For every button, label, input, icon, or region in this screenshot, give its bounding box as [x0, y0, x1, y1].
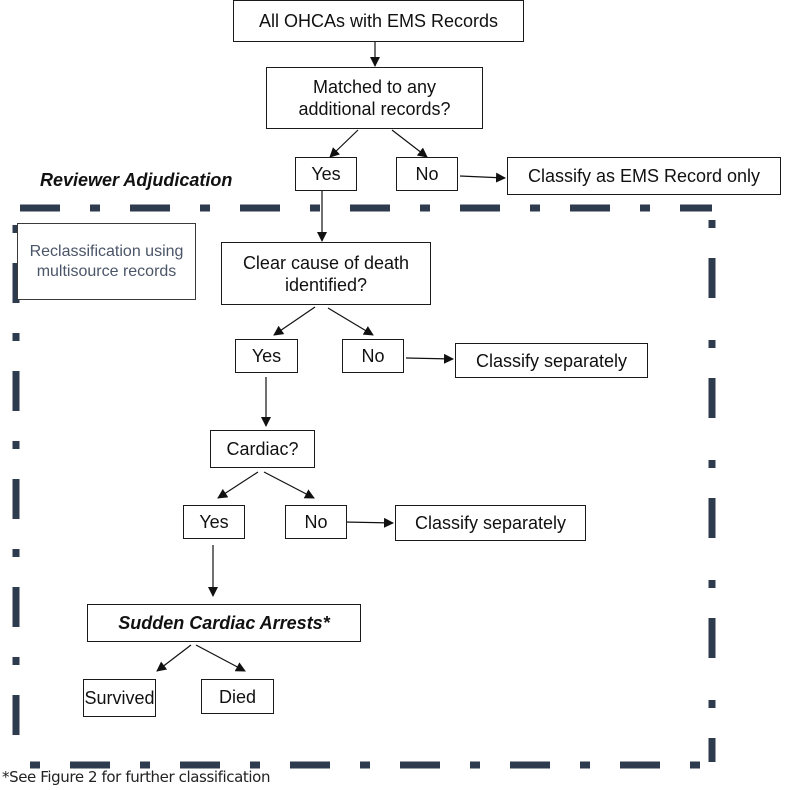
arrow-sca-survived — [156, 644, 192, 672]
node-classify-separately-2: Classify separately — [395, 505, 586, 541]
node-died: Died — [201, 679, 274, 714]
node-matched: Matched to any additional records? — [266, 67, 483, 129]
footnote: *See Figure 2 for further classification — [2, 768, 271, 786]
arrow-cardiac-yes3 — [217, 471, 259, 499]
reclassification-note: Reclassification using multisource recor… — [17, 223, 196, 300]
arrow-no2-sep1 — [405, 353, 454, 364]
node-all-ohcas: All OHCAs with EMS Records — [233, 0, 524, 42]
section-label: Reviewer Adjudication — [40, 170, 233, 190]
adjudication-border — [12, 204, 716, 769]
node-no-matched: No — [396, 157, 458, 191]
arrow-cause-yes2 — [273, 306, 316, 336]
node-yes-matched: Yes — [295, 157, 357, 191]
node-ems-only: Classify as EMS Record only — [507, 157, 781, 195]
node-sudden-cardiac-arrests: Sudden Cardiac Arrests* — [87, 604, 361, 642]
node-no-cardiac: No — [285, 505, 347, 539]
arrow-sca-died — [195, 644, 246, 672]
node-yes-cardiac: Yes — [183, 505, 245, 539]
node-classify-separately-1: Classify separately — [455, 343, 648, 378]
arrow-no1-ems — [459, 172, 506, 183]
node-cardiac: Cardiac? — [210, 430, 315, 468]
arrow-cardiac-no3 — [263, 471, 315, 499]
node-yes-cause: Yes — [235, 339, 298, 373]
arrow-cause-no2 — [327, 307, 374, 336]
arrow-matched-yes1 — [329, 129, 359, 158]
node-cause-of-death: Clear cause of death identified? — [221, 242, 431, 305]
node-no-cause: No — [342, 339, 404, 373]
arrow-no3-sep2 — [343, 517, 394, 528]
node-survived: Survived — [83, 679, 156, 717]
arrow-matched-no1 — [391, 129, 428, 158]
